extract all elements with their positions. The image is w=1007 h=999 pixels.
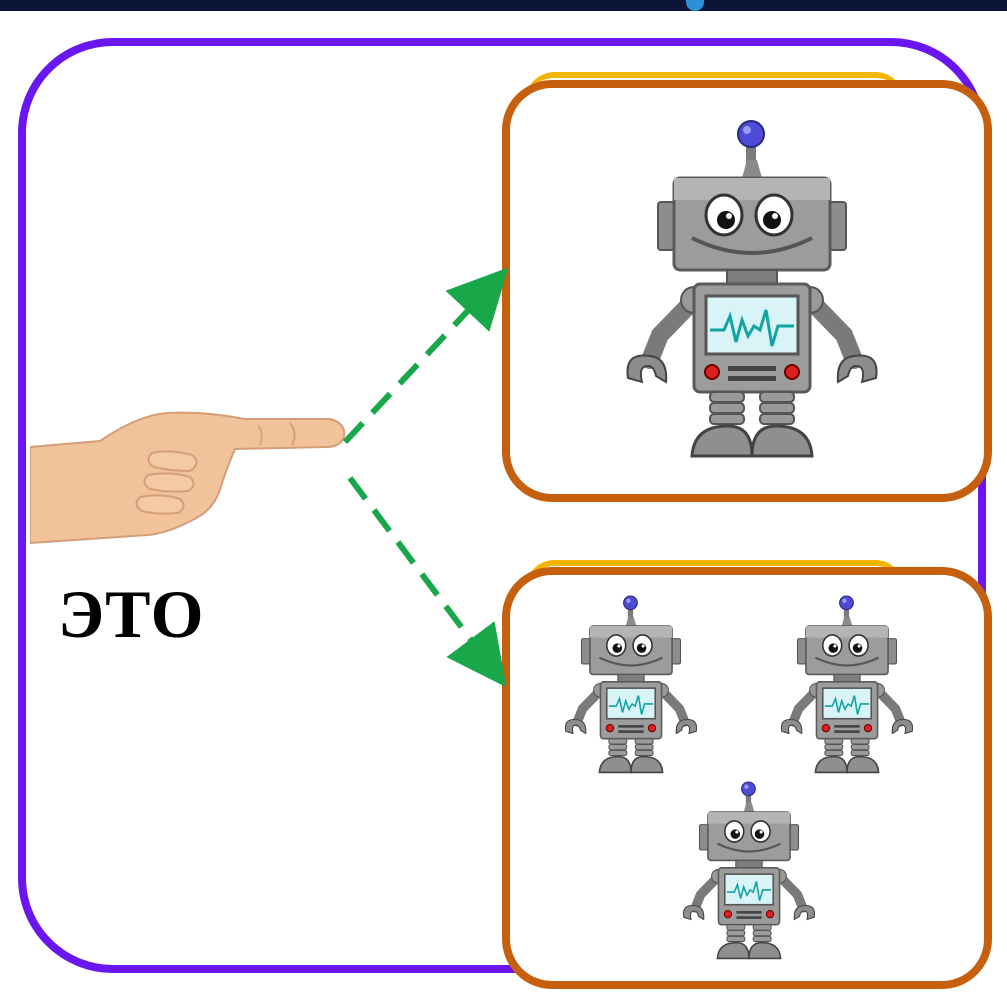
top-bar-indicator	[686, 0, 704, 11]
single-robot-card	[502, 80, 992, 502]
caption-text: ЭТО	[58, 576, 205, 652]
robot-icon	[768, 595, 926, 775]
card-accent-bottom	[525, 560, 905, 590]
top-bar	[0, 0, 1007, 11]
robot-group-card	[502, 567, 992, 989]
robot-icon	[670, 781, 828, 961]
robot-icon	[552, 595, 710, 775]
robot-icon	[602, 120, 902, 460]
pointing-hand-icon	[30, 411, 346, 545]
card-accent-top	[525, 72, 905, 102]
